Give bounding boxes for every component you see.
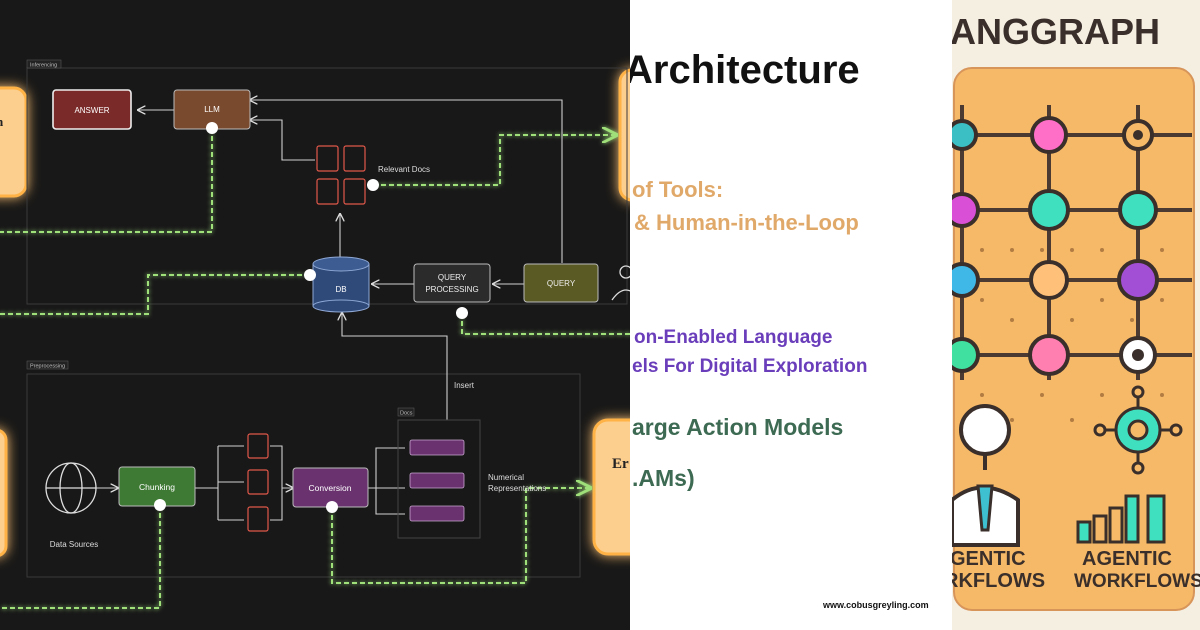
- relevant-docs-dot: [367, 179, 379, 191]
- slide-title: Architecture: [630, 48, 860, 92]
- docs-frame: [397, 419, 481, 539]
- query-processing-dot: [456, 307, 468, 319]
- poster-caption-left-1: GENTIC: [952, 548, 1026, 570]
- right-bottom-side-box-text: Er: [612, 456, 629, 472]
- docs-label: Docs: [400, 411, 413, 417]
- poster-caption-left-2: RKFLOWS: [952, 570, 1045, 592]
- relevant-docs-icon: [316, 145, 366, 205]
- insert-label: Insert: [454, 381, 475, 390]
- answer-node: [52, 89, 132, 130]
- poster-target-inner: [1132, 349, 1144, 361]
- user-icon: [611, 265, 630, 301]
- docs-tag: [397, 407, 415, 417]
- langgraph-poster-panel: ANGGRAPH: [952, 0, 1200, 630]
- right-bottom-side-box: [592, 418, 630, 556]
- conversion-connector-dot: [326, 501, 338, 513]
- rag-diagram-svg: n Er Inferencing Preprocessing: [0, 59, 630, 609]
- chunk-docs-icons: [247, 433, 269, 532]
- query-processing-label-1: QUERY: [438, 273, 467, 282]
- llm-connector-dot: [206, 122, 218, 134]
- poster-target-inner-top: [1133, 130, 1143, 140]
- vector-bars: [409, 439, 465, 522]
- left-top-side-box-text: n: [0, 114, 4, 129]
- left-top-side-box: [0, 86, 28, 198]
- conversion-node-label: Conversion: [309, 483, 352, 493]
- rag-diagram-panel: n Er Inferencing Preprocessing: [0, 59, 630, 609]
- left-bottom-side-box: [0, 429, 8, 557]
- numerical-label-2: Representations: [488, 484, 546, 493]
- relevant-docs-label: Relevant Docs: [378, 165, 430, 174]
- llm-node-label: LLM: [204, 105, 220, 114]
- network-hub-icon: [1093, 385, 1183, 475]
- preprocessing-frame: [26, 373, 581, 578]
- slide-line-action-models: arge Action Models: [632, 414, 844, 440]
- slide-line-language: on-Enabled Language: [634, 327, 833, 348]
- person-icon: [952, 404, 1020, 547]
- slide-line-digital-exploration: els For Digital Exploration: [632, 356, 868, 377]
- poster-caption-right-1: AGENTIC: [1082, 548, 1172, 570]
- chunking-node-label: Chunking: [139, 482, 175, 492]
- numerical-label-1: Numerical: [488, 473, 524, 482]
- slide-line-tools: of Tools:: [632, 177, 724, 202]
- db-node: [312, 256, 370, 313]
- poster-title: ANGGRAPH: [952, 11, 1160, 52]
- query-node-label: QUERY: [547, 279, 576, 288]
- poster-caption-right-2: WORKFLOWS: [1074, 571, 1200, 592]
- slide-line-human-loop: & Human-in-the-Loop: [634, 210, 859, 235]
- langgraph-poster-svg: ANGGRAPH: [952, 0, 1200, 630]
- query-processing-label-2: PROCESSING: [425, 285, 478, 294]
- preprocessing-tag: [26, 360, 69, 370]
- dashed-connectors: [0, 128, 630, 609]
- right-top-side-box: [618, 68, 630, 202]
- db-node-label: DB: [335, 285, 346, 294]
- data-sources-label: Data Sources: [50, 540, 98, 549]
- chunking-connector-dot: [154, 499, 166, 511]
- globe-icon: [45, 462, 97, 514]
- poster-graph-nodes: [952, 116, 1159, 376]
- query-processing-node: [413, 263, 491, 303]
- inferencing-label: Inferencing: [30, 63, 57, 69]
- slide-footer: www.cobusgreyling.com: [823, 600, 929, 610]
- answer-node-label: ANSWER: [74, 106, 109, 115]
- bar-chart-icon: [1076, 494, 1166, 544]
- solid-connectors: [96, 100, 563, 521]
- preprocessing-label: Preprocessing: [30, 364, 65, 370]
- inferencing-tag: [26, 59, 62, 69]
- db-connector-dot: [304, 269, 316, 281]
- slide-panel: Architecture of Tools: & Human-in-the-Lo…: [630, 0, 952, 630]
- slide-line-lams: .AMs): [632, 465, 695, 491]
- query-node: [523, 263, 599, 303]
